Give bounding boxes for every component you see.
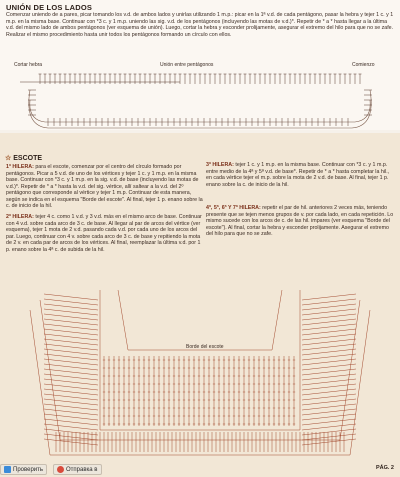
label-union: Unión entre pentágonos <box>160 62 214 68</box>
escote-section <box>0 133 400 477</box>
row-1-block: 1ª HILERA: para el escote, comenzar por … <box>6 164 204 210</box>
row-1-title: 1ª HILERA: <box>6 164 34 170</box>
row-4-title: 4ª, 5ª, 6ª Y 7ª HILERA: <box>206 205 261 211</box>
union-diagram <box>20 73 372 129</box>
send-button[interactable]: Отправка в <box>53 464 102 475</box>
row-2-text: tejer 4 c. como 1 v.d. y 3 v.d. más en e… <box>6 214 202 253</box>
row-3-title: 3ª HILERA: <box>206 162 234 168</box>
escote-title: ESCOTE <box>13 155 43 162</box>
row-2-block: 2ª HILERA: tejer 4 c. como 1 v.d. y 3 v.… <box>6 214 204 253</box>
check-label: Проверить <box>13 466 44 473</box>
row-4-text: repetir el par de hil. anteriores 2 vece… <box>206 205 394 237</box>
label-start: Comienzo <box>352 62 375 68</box>
check-icon <box>4 466 11 473</box>
union-instructions: Comenzar uniendo de a pares, picar toman… <box>6 12 394 38</box>
row-3-text: tejer 1 c. y 1 m.p. en la misma base. Co… <box>206 162 390 188</box>
union-section <box>0 0 400 130</box>
send-icon <box>57 466 65 473</box>
row-2-title: 2ª HILERA: <box>6 214 34 220</box>
row-4-block: 4ª, 5ª, 6ª Y 7ª HILERA: repetir el par d… <box>206 205 396 238</box>
label-cut: Cortar hebra <box>14 62 43 68</box>
row-1-text: para el escote, comenzar por el centro d… <box>6 164 203 209</box>
neckline-diagram <box>29 289 371 456</box>
escote-heading: ☆ ESCOTE <box>5 154 42 162</box>
union-heading: UNIÓN DE LOS LADOS <box>6 3 93 12</box>
bottom-toolbar: Проверить Отправка в <box>0 462 102 477</box>
row-3-block: 3ª HILERA: tejer 1 c. y 1 m.p. en la mis… <box>206 162 396 188</box>
star-icon: ☆ <box>5 155 12 162</box>
page-number: PÁG. 2 <box>375 465 394 471</box>
check-button[interactable]: Проверить <box>0 464 48 475</box>
label-neckline-edge: Borde del escote <box>186 344 224 350</box>
send-label: Отправка в <box>66 466 98 473</box>
